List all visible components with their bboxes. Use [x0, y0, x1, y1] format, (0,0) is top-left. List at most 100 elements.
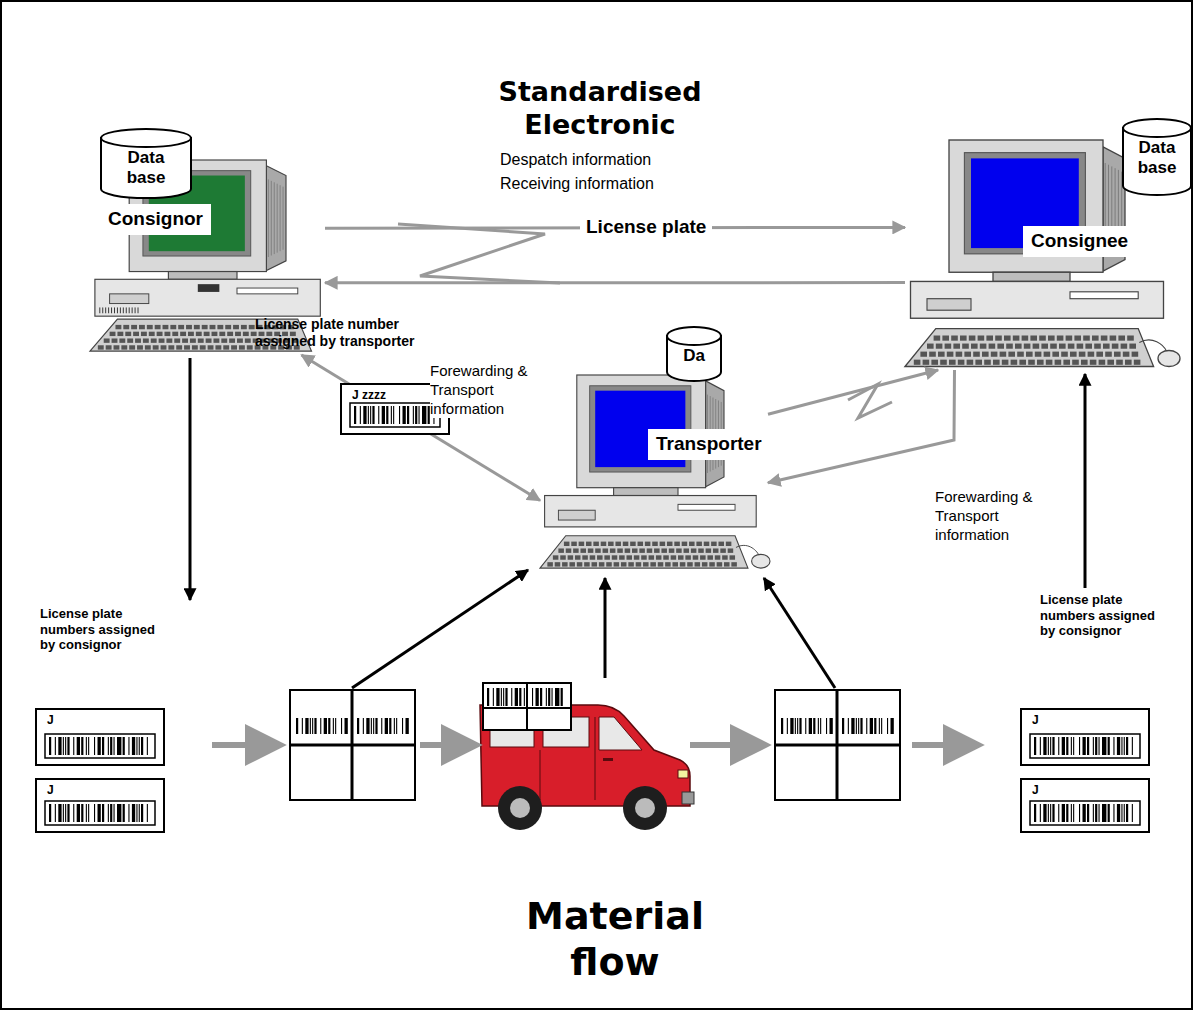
scan-arrow — [764, 578, 835, 688]
illustration-part — [982, 352, 989, 357]
license-plate-label: J — [1020, 778, 1150, 833]
illustration-part — [1062, 737, 1065, 755]
flow-arrow — [420, 742, 466, 748]
illustration-part — [552, 688, 553, 706]
illustration-part — [371, 718, 372, 734]
illustration-part — [396, 718, 397, 734]
illustration-part — [1050, 344, 1057, 349]
illustration-part — [208, 345, 214, 349]
illustration-part — [728, 548, 734, 552]
illustration-part — [136, 804, 137, 822]
illustration-part — [63, 804, 64, 822]
illustration-part — [65, 804, 66, 822]
illustration-part — [1034, 737, 1036, 755]
illustration-part — [354, 406, 356, 424]
illustration-part — [114, 345, 120, 349]
illustration-part — [272, 325, 278, 329]
illustration-part — [665, 562, 671, 566]
illustration-part — [661, 548, 667, 552]
illustration-part — [731, 562, 737, 566]
illustration-part — [674, 542, 680, 546]
illustration-part — [860, 718, 862, 734]
illustration-part — [129, 160, 266, 272]
illustration-part — [176, 345, 182, 349]
illustration-part — [1101, 336, 1108, 341]
illustration-part — [942, 336, 949, 341]
scan-arrow — [352, 570, 528, 688]
illustration-part — [649, 555, 655, 559]
illustration-part — [617, 548, 623, 552]
van-illustration — [480, 683, 694, 830]
illustration-part — [110, 737, 112, 755]
illustration-part — [1099, 737, 1100, 755]
illustration-part — [969, 336, 976, 341]
illustration-part — [1118, 336, 1125, 341]
illustration-part — [1024, 344, 1031, 349]
illustration-part — [615, 542, 621, 546]
illustration-part — [995, 336, 1002, 341]
database-cylinder: Data base — [1122, 118, 1192, 196]
illustration-part — [391, 406, 392, 424]
illustration-part — [962, 344, 969, 349]
illustration-part — [718, 400, 719, 467]
illustration-part — [212, 332, 218, 336]
illustration-part — [280, 185, 281, 251]
illustration-part — [1092, 336, 1099, 341]
illustration-part — [1126, 804, 1128, 822]
illustration-part — [178, 325, 184, 329]
illustration-part — [698, 548, 704, 552]
illustration-part — [147, 325, 153, 329]
illustration-part — [333, 718, 334, 734]
illustration-part — [676, 548, 682, 552]
illustration-part — [257, 325, 263, 329]
illustration-part — [684, 548, 690, 552]
illustration-part — [111, 307, 112, 313]
illustration-part — [1063, 360, 1070, 365]
illustration-part — [967, 360, 974, 365]
illustration-part — [1117, 737, 1120, 755]
illustration-part — [1105, 352, 1112, 357]
illustration-part — [660, 542, 666, 546]
illustration-part — [1040, 737, 1041, 755]
illustration-part — [324, 718, 327, 734]
illustration-part — [282, 332, 288, 336]
illustration-part — [680, 562, 686, 566]
illustration-part — [1124, 804, 1125, 822]
illustration-part — [294, 345, 300, 349]
illustration-part — [133, 332, 139, 336]
illustration-part — [123, 325, 129, 329]
illustration-part — [135, 307, 136, 313]
illustration-part — [1039, 336, 1046, 341]
illustration-part — [128, 737, 129, 755]
illustration-part — [102, 804, 104, 822]
info-connector — [768, 370, 938, 414]
illustration-part — [1079, 352, 1086, 357]
illustration-part — [634, 555, 640, 559]
illustration-part — [652, 542, 658, 546]
illustration-part — [73, 804, 74, 822]
illustration-part — [157, 332, 163, 336]
flow-arrow — [912, 742, 968, 748]
illustration-part — [1099, 360, 1106, 365]
illustration-part — [1030, 336, 1037, 341]
illustration-part — [887, 718, 888, 734]
computer-label: Transporter — [648, 429, 770, 460]
illustration-part — [1127, 336, 1134, 341]
illustration-part — [1008, 352, 1015, 357]
illustration-part — [217, 325, 223, 329]
illustration-part — [584, 562, 590, 566]
illustration-part — [920, 352, 927, 357]
illustration-part — [292, 338, 298, 342]
illustration-part — [104, 338, 110, 342]
illustration-part — [973, 352, 980, 357]
illustration-part — [671, 555, 677, 559]
illustration-part — [202, 325, 208, 329]
illustration-part — [415, 406, 417, 424]
illustration-part — [599, 717, 642, 750]
illustration-part — [67, 737, 69, 755]
illustration-part — [1083, 737, 1086, 755]
computer-illustration — [90, 160, 320, 351]
illustration-part — [335, 718, 336, 734]
illustration-part — [1124, 737, 1125, 755]
